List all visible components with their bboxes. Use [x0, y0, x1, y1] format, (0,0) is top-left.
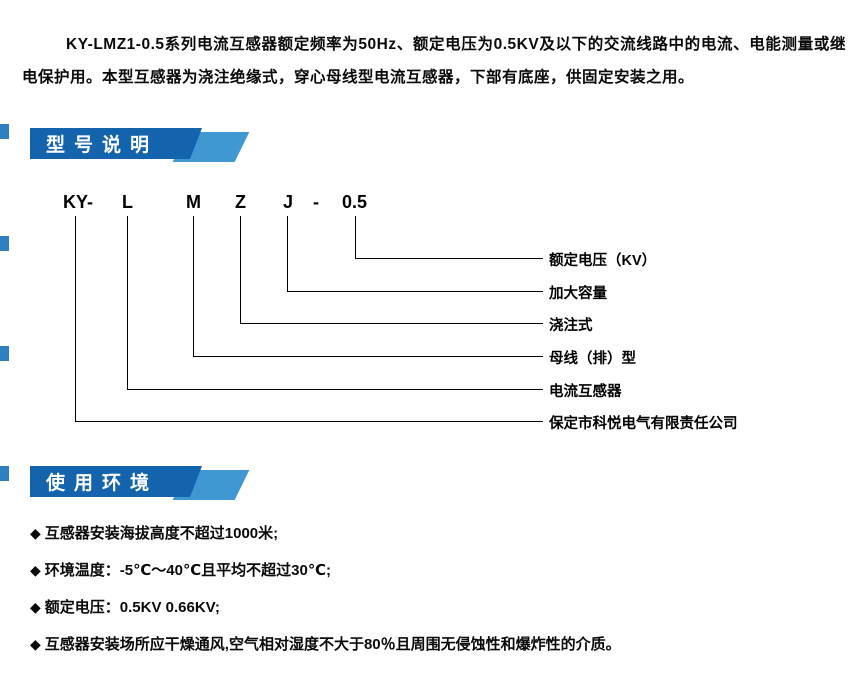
connector-line: [193, 216, 194, 356]
section-banner-model: 型号说明: [30, 128, 260, 164]
code-part-m: M: [186, 192, 201, 212]
diagram-label-cast-type: 浇注式: [549, 318, 593, 334]
code-part-dash: -: [313, 192, 319, 212]
edge-marker: [0, 124, 9, 139]
list-item-text: 额定电压：0.5KV 0.66KV;: [44, 599, 220, 616]
diamond-bullet-icon: ◆: [30, 562, 41, 578]
diamond-bullet-icon: ◆: [30, 599, 41, 615]
edge-marker: [0, 236, 9, 251]
section-title-model-text: 型号说明: [46, 135, 159, 156]
section-title-environment-text: 使用环境: [46, 473, 159, 494]
list-item: ◆环境温度：-5℃～40℃且平均不超过30℃;: [30, 559, 331, 580]
list-item: ◆额定电压：0.5KV 0.66KV;: [30, 596, 220, 617]
diagram-label-busbar-type: 母线（排）型: [549, 351, 636, 367]
edge-marker: [0, 466, 9, 481]
connector-line: [75, 421, 543, 422]
connector-line: [287, 216, 288, 291]
section-title-model: 型号说明: [30, 128, 202, 159]
diagram-label-current-transformer: 电流互感器: [549, 384, 622, 400]
list-item-text: 互感器安装海拔高度不超过1000米;: [44, 525, 279, 542]
diagram-label-rated-voltage: 额定电压（KV）: [549, 253, 657, 269]
code-part-z: Z: [235, 192, 246, 212]
list-item: ◆互感器安装海拔高度不超过1000米;: [30, 522, 278, 543]
section-title-environment: 使用环境: [30, 466, 202, 497]
list-item: ◆互感器安装场所应干燥通风,空气相对湿度不大于80％且周围无侵蚀性和爆炸性的介质…: [30, 633, 621, 654]
connector-line: [127, 216, 128, 389]
connector-line: [355, 216, 356, 258]
intro-paragraph: KY-LMZ1-0.5系列电流互感器额定频率为50Hz、额定电压为0.5KV及以…: [22, 36, 846, 86]
section-banner-environment: 使用环境: [30, 466, 260, 502]
connector-line: [75, 216, 76, 421]
code-part-l: L: [122, 192, 133, 212]
diamond-bullet-icon: ◆: [30, 525, 41, 541]
code-part-j: J: [283, 192, 294, 212]
code-part-ky: KY-: [63, 192, 94, 212]
diagram-label-increased-capacity: 加大容量: [549, 286, 607, 302]
code-part-05: 0.5: [342, 192, 368, 212]
connector-line: [240, 323, 543, 324]
diamond-bullet-icon: ◆: [30, 636, 41, 652]
connector-line: [193, 356, 543, 357]
connector-line: [127, 389, 543, 390]
connector-line: [287, 291, 543, 292]
connector-line: [355, 258, 543, 259]
connector-line: [240, 216, 241, 323]
list-item-text: 互感器安装场所应干燥通风,空气相对湿度不大于80％且周围无侵蚀性和爆炸性的介质。: [44, 636, 621, 653]
edge-marker: [0, 346, 9, 361]
diagram-label-company: 保定市科悦电气有限责任公司: [549, 416, 738, 432]
list-item-text: 环境温度：-5℃～40℃且平均不超过30℃;: [44, 562, 331, 579]
